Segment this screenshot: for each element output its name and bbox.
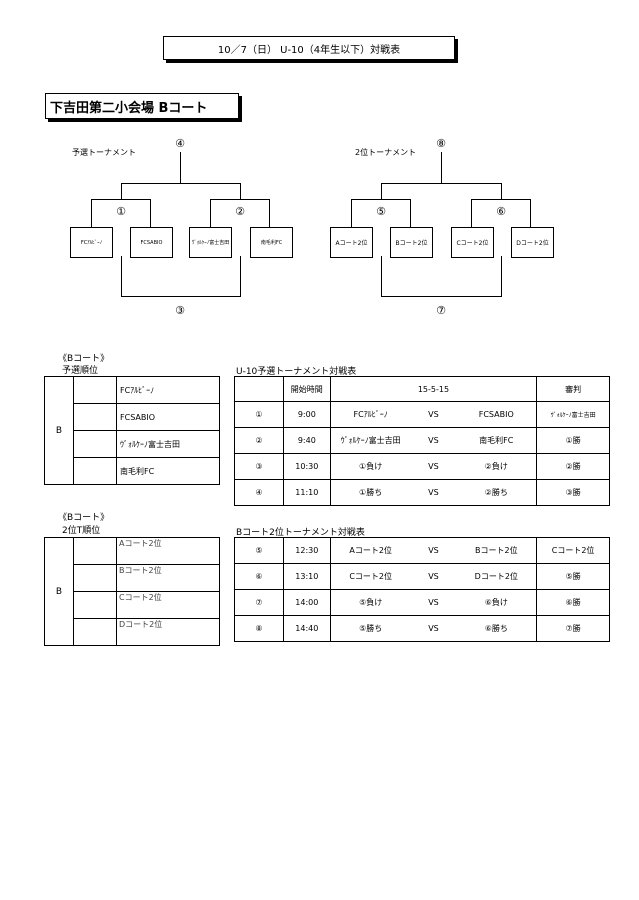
preliminary-rank-table: B FCｱﾙﾋﾞｰﾉ FCSABIO ｳﾞｫﾙｹｰﾉ富士吉田 南毛利FC (44, 376, 220, 485)
match-number-final: ⑧ (436, 137, 446, 150)
group-label: B (44, 537, 74, 646)
match-away: Bコート2位 (456, 537, 538, 564)
match-vs: VS (410, 589, 457, 616)
match-no: ⑥ (234, 563, 284, 590)
venue-title: 下吉田第二小会場 Bコート (45, 93, 239, 119)
match-number-1: ① (116, 205, 126, 218)
bracket-team: Dコート2位 (511, 227, 554, 258)
match-no: ③ (234, 453, 284, 480)
match-away: Dコート2位 (456, 563, 538, 590)
match-time: 14:40 (282, 615, 331, 642)
page-title: 10／7（日） U-10（4年生以下）対戦表 (163, 36, 455, 60)
section-court-label: 《Bコート》 (58, 354, 110, 364)
match-referee: ③勝 (536, 479, 610, 506)
runnerup-match-table: ⑤ 12:30 Aコート2位 VS Bコート2位 Cコート2位 ⑥ 13:10 … (234, 537, 610, 642)
match-no: ⑤ (234, 537, 284, 564)
section-rank-label: 2位T順位 (62, 526, 101, 536)
preliminary-match-table: 開始時間 15-5-15 審判 ① 9:00 FCｱﾙﾋﾞｰﾉ VS FCSAB… (234, 376, 610, 506)
rank-team: FCSABIO (116, 403, 220, 431)
section-court-label: 《Bコート》 (58, 513, 110, 523)
match-away: ⑥勝ち (456, 615, 538, 642)
match-away: ②勝ち (456, 479, 538, 506)
match-table-title: U-10予選トーナメント対戦表 (236, 367, 357, 377)
match-referee: ②勝 (536, 453, 610, 480)
match-no: ① (234, 401, 284, 428)
match-referee: ⑦勝 (536, 615, 610, 642)
match-away: ②負け (456, 453, 538, 480)
match-time: 12:30 (282, 537, 331, 564)
group-label: B (44, 376, 74, 485)
match-home: ①勝ち (329, 479, 411, 506)
match-time: 9:00 (282, 401, 331, 428)
match-time: 10:30 (282, 453, 331, 480)
match-vs: VS (410, 401, 457, 428)
match-away: 南毛利FC (456, 427, 538, 454)
bracket-team: Cコート2位 (451, 227, 494, 258)
section-rank-label: 予選順位 (62, 366, 99, 376)
bracket-team: FCSABIO (130, 227, 173, 258)
match-home: Aコート2位 (329, 537, 411, 564)
rank-team: FCｱﾙﾋﾞｰﾉ (116, 376, 220, 404)
rank-team: Bコート2位 (116, 564, 220, 592)
bracket-label: 予選トーナメント (72, 148, 136, 157)
bracket-team: Bコート2位 (390, 227, 433, 258)
header-date: 15-5-15 (329, 376, 538, 402)
match-number-6: ⑥ (496, 205, 506, 218)
bracket-team: FCｱﾙﾋﾞｰﾉ (70, 227, 113, 258)
rank-team: Dコート2位 (116, 618, 220, 646)
match-no: ⑧ (234, 615, 284, 642)
match-referee: ｳﾞｫﾙｹｰﾉ富士吉田 (536, 401, 610, 428)
match-vs: VS (410, 453, 457, 480)
bracket-label: 2位トーナメント (355, 148, 417, 157)
match-home: ｳﾞｫﾙｹｰﾉ富士吉田 (329, 427, 411, 454)
header-time: 開始時間 (282, 376, 331, 402)
match-number-2: ② (235, 205, 245, 218)
bracket-team: Aコート2位 (330, 227, 373, 258)
match-table-title: Bコート2位トーナメント対戦表 (236, 528, 365, 538)
match-vs: VS (410, 479, 457, 506)
match-time: 14:00 (282, 589, 331, 616)
match-time: 13:10 (282, 563, 331, 590)
match-home: Cコート2位 (329, 563, 411, 590)
match-number-7: ⑦ (436, 304, 446, 317)
rank-team: 南毛利FC (116, 457, 220, 485)
match-referee: ⑥勝 (536, 589, 610, 616)
match-no: ⑦ (234, 589, 284, 616)
runnerup-rank-table: B Aコート2位 Bコート2位 Cコート2位 Dコート2位 (44, 537, 220, 646)
match-vs: VS (410, 615, 457, 642)
match-time: 9:40 (282, 427, 331, 454)
match-referee: ①勝 (536, 427, 610, 454)
match-away: FCSABIO (456, 401, 538, 428)
match-number-3: ③ (175, 304, 185, 317)
match-home: ⑤勝ち (329, 615, 411, 642)
rank-team: Aコート2位 (116, 537, 220, 565)
rank-team: ｳﾞｫﾙｹｰﾉ富士吉田 (116, 430, 220, 458)
bracket-team: ｳﾞｫﾙｹｰﾉ富士吉田 (189, 227, 232, 258)
match-vs: VS (410, 537, 457, 564)
match-no: ② (234, 427, 284, 454)
match-home: ①負け (329, 453, 411, 480)
match-number-5: ⑤ (376, 205, 386, 218)
match-vs: VS (410, 563, 457, 590)
match-home: FCｱﾙﾋﾞｰﾉ (329, 401, 411, 428)
match-no: ④ (234, 479, 284, 506)
bracket-team: 南毛利FC (250, 227, 293, 258)
match-home: ⑤負け (329, 589, 411, 616)
header-referee: 審判 (536, 376, 610, 402)
match-away: ⑥負け (456, 589, 538, 616)
rank-team: Cコート2位 (116, 591, 220, 619)
match-number-final: ④ (175, 137, 185, 150)
match-referee: ⑤勝 (536, 563, 610, 590)
match-referee: Cコート2位 (536, 537, 610, 564)
match-vs: VS (410, 427, 457, 454)
match-time: 11:10 (282, 479, 331, 506)
